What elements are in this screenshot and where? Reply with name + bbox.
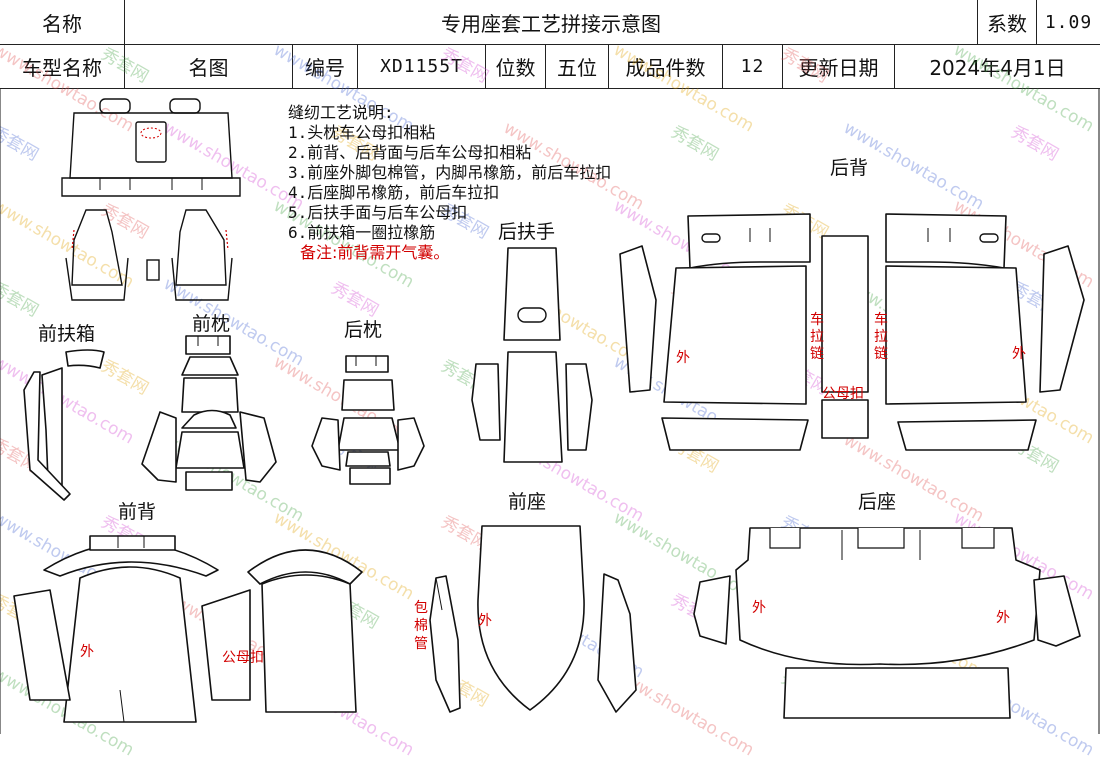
- label-front-seat: 前座: [508, 491, 546, 513]
- label-front-back: 前背: [118, 501, 156, 523]
- pieces-value: 12: [723, 45, 783, 89]
- annot-outer: 外: [1012, 346, 1026, 362]
- update-value: 2024年4月1日: [895, 45, 1100, 89]
- label-rear-seat: 后座: [858, 491, 896, 513]
- annot-piping-char: 管: [414, 636, 428, 652]
- annot-zipper-char: 拉: [874, 329, 888, 345]
- annot-outer: 外: [80, 644, 94, 660]
- code-value: XD1155T: [358, 45, 486, 89]
- note-item: 5.后扶手面与后车公母扣: [288, 203, 468, 222]
- header-table: 名称 专用座套工艺拼接示意图 系数 1.09 车型名称 名图 编号 XD1155…: [0, 0, 1100, 89]
- annot-zipper-char: 链: [874, 346, 888, 362]
- notes-heading: 缝纫工艺说明:: [288, 103, 394, 122]
- front-headrest-pieces: [141, 335, 277, 491]
- update-label: 更新日期: [783, 45, 895, 89]
- note-item: 3.前座外脚包棉管，内脚吊橡筋，前后车拉扣: [288, 163, 612, 182]
- model-label: 车型名称: [0, 45, 125, 89]
- pattern-drawing: 前扶箱 前枕 后枕 后扶手 后背 前背 前座 后座 外 外 车 拉 链 车 拉 …: [0, 89, 1100, 734]
- code-label: 编号: [293, 45, 358, 89]
- seat-overview-sketch: [61, 98, 241, 301]
- front-armbox-pieces: [23, 349, 105, 501]
- note-item: 2.前背、后背面与后车公母扣相粘: [288, 143, 532, 162]
- pieces-label: 成品件数: [609, 45, 723, 89]
- label-front-armbox: 前扶箱: [38, 323, 95, 345]
- annot-zipper-char: 拉: [810, 329, 824, 345]
- annot-snap: 公母扣: [822, 386, 864, 402]
- model-name: 名图: [125, 45, 293, 89]
- drawing-title: 专用座套工艺拼接示意图: [125, 0, 978, 45]
- annot-snap: 公母扣: [222, 650, 264, 666]
- front-back-pieces: [13, 535, 363, 723]
- rear-seat-pieces: [693, 527, 1081, 719]
- front-seat-pieces: [429, 525, 637, 713]
- note-item: 1.头枕车公母扣相粘: [288, 123, 436, 142]
- note-item: 6.前扶箱一圈拉橡筋: [288, 223, 436, 242]
- label-rear-armrest: 后扶手: [498, 221, 555, 243]
- annot-outer: 外: [996, 610, 1010, 626]
- name-label: 名称: [0, 0, 125, 45]
- label-front-headrest: 前枕: [192, 313, 230, 335]
- sewing-notes: 缝纫工艺说明: 1.头枕车公母扣相粘 2.前背、后背面与后车公母扣相粘 3.前座…: [288, 103, 611, 263]
- rear-back-pieces: [619, 213, 1085, 451]
- seats-value: 五位: [546, 45, 609, 89]
- annot-zipper-char: 车: [810, 311, 824, 328]
- annot-outer: 外: [676, 350, 690, 366]
- seats-label: 位数: [486, 45, 546, 89]
- annot-piping-char: 包: [414, 600, 428, 616]
- notes-remark: 备注:前背需开气囊。: [300, 243, 450, 262]
- note-item: 4.后座脚吊橡筋，前后车拉扣: [288, 183, 500, 202]
- rear-armrest-pieces: [471, 247, 593, 463]
- annot-zipper-char: 链: [810, 346, 824, 362]
- coef-value: 1.09: [1037, 0, 1100, 45]
- annot-outer: 外: [752, 600, 766, 616]
- rear-headrest-pieces: [311, 355, 425, 485]
- annot-zipper-char: 车: [874, 311, 888, 328]
- annot-outer: 外: [478, 613, 492, 629]
- label-rear-back: 后背: [830, 157, 868, 179]
- label-rear-headrest: 后枕: [344, 319, 382, 341]
- annot-piping-char: 棉: [414, 617, 428, 634]
- coef-label: 系数: [978, 0, 1037, 45]
